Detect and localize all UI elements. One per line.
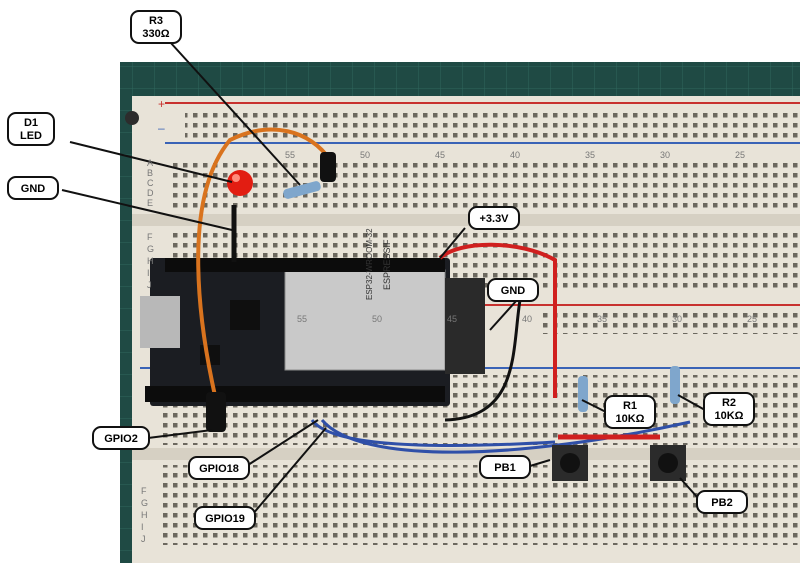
resistor-r3 xyxy=(283,181,321,199)
label-gpio18-name: GPIO18 xyxy=(199,463,239,475)
module-model-text: ESP32-WROOM-32 xyxy=(365,228,374,300)
label-gpio2: GPIO2 xyxy=(92,426,150,450)
row-letter-top: A xyxy=(147,158,153,168)
label-pb1: PB1 xyxy=(479,455,531,479)
label-gpio2-name: GPIO2 xyxy=(104,433,138,445)
column-number-top: 55 xyxy=(285,150,295,160)
column-number-top: 30 xyxy=(660,150,670,160)
label-r3-value: 330Ω xyxy=(142,28,170,40)
label-gnd-top-name: GND xyxy=(20,183,46,195)
rail-plus-symbol: + xyxy=(158,97,165,111)
label-gpio19: GPIO19 xyxy=(194,506,256,530)
column-number-top: 40 xyxy=(510,150,520,160)
label-r2-value: 10KΩ xyxy=(714,410,744,422)
wire-orange xyxy=(196,127,332,401)
column-number-mid: 25 xyxy=(747,314,757,324)
resistor-r2 xyxy=(670,366,680,404)
row-letter-lower: I xyxy=(141,522,144,532)
label-r1-name: R1 xyxy=(622,400,638,412)
led-d1 xyxy=(227,170,253,196)
wire-red-33v xyxy=(438,242,557,398)
label-pb1-name: PB1 xyxy=(494,462,516,474)
column-number-mid: 30 xyxy=(672,314,682,324)
label-d1-value: LED xyxy=(20,130,42,142)
row-letter-bottom: J xyxy=(147,280,152,290)
label-3v3: +3.3V xyxy=(468,206,520,230)
label-pb2-name: PB2 xyxy=(711,497,733,509)
label-r3-name: R3 xyxy=(148,15,164,27)
row-letter-lower: G xyxy=(141,498,148,508)
label-gpio18: GPIO18 xyxy=(188,456,250,480)
label-r3: R3 330Ω xyxy=(130,10,182,44)
row-letter-top: D xyxy=(147,188,154,198)
row-letter-top: B xyxy=(147,168,153,178)
wire-black-gnd-right xyxy=(444,299,522,422)
column-number-mid: 55 xyxy=(297,314,307,324)
module-brand-text: ESPRESSIF xyxy=(382,239,392,290)
label-gnd-right: GND xyxy=(487,278,539,302)
column-number-mid: 50 xyxy=(372,314,382,324)
column-number-mid: 45 xyxy=(447,314,457,324)
row-letter-top: E xyxy=(147,198,153,208)
label-r1: R1 10KΩ xyxy=(604,395,656,429)
column-number-top: 25 xyxy=(735,150,745,160)
label-gpio19-name: GPIO19 xyxy=(205,513,245,525)
label-gnd-top: GND xyxy=(7,176,59,200)
row-letter-lower: F xyxy=(141,486,147,496)
column-number-mid: 40 xyxy=(522,314,532,324)
label-d1: D1 LED xyxy=(7,112,55,146)
column-number-mid: 35 xyxy=(597,314,607,324)
row-letter-bottom: I xyxy=(147,268,150,278)
label-r1-value: 10KΩ xyxy=(615,413,645,425)
row-letter-lower: H xyxy=(141,510,148,520)
column-number-top: 35 xyxy=(585,150,595,160)
label-pb2: PB2 xyxy=(696,490,748,514)
column-number-top: 50 xyxy=(360,150,370,160)
row-letter-bottom: G xyxy=(147,244,154,254)
label-gnd-right-name: GND xyxy=(500,285,526,297)
rail-minus-symbol: – xyxy=(158,121,165,135)
row-letter-top: C xyxy=(147,178,154,188)
column-number-top: 45 xyxy=(435,150,445,160)
row-letter-bottom: F xyxy=(147,232,153,242)
label-d1-name: D1 xyxy=(23,117,39,129)
label-r2: R2 10KΩ xyxy=(703,392,755,426)
label-r2-name: R2 xyxy=(721,397,737,409)
row-letter-lower: J xyxy=(141,534,146,544)
wire-blue-1 xyxy=(310,419,556,448)
label-3v3-name: +3.3V xyxy=(479,213,509,225)
resistor-r1 xyxy=(578,376,588,412)
callout-pointers xyxy=(61,41,706,516)
row-letter-bottom: H xyxy=(147,256,154,266)
